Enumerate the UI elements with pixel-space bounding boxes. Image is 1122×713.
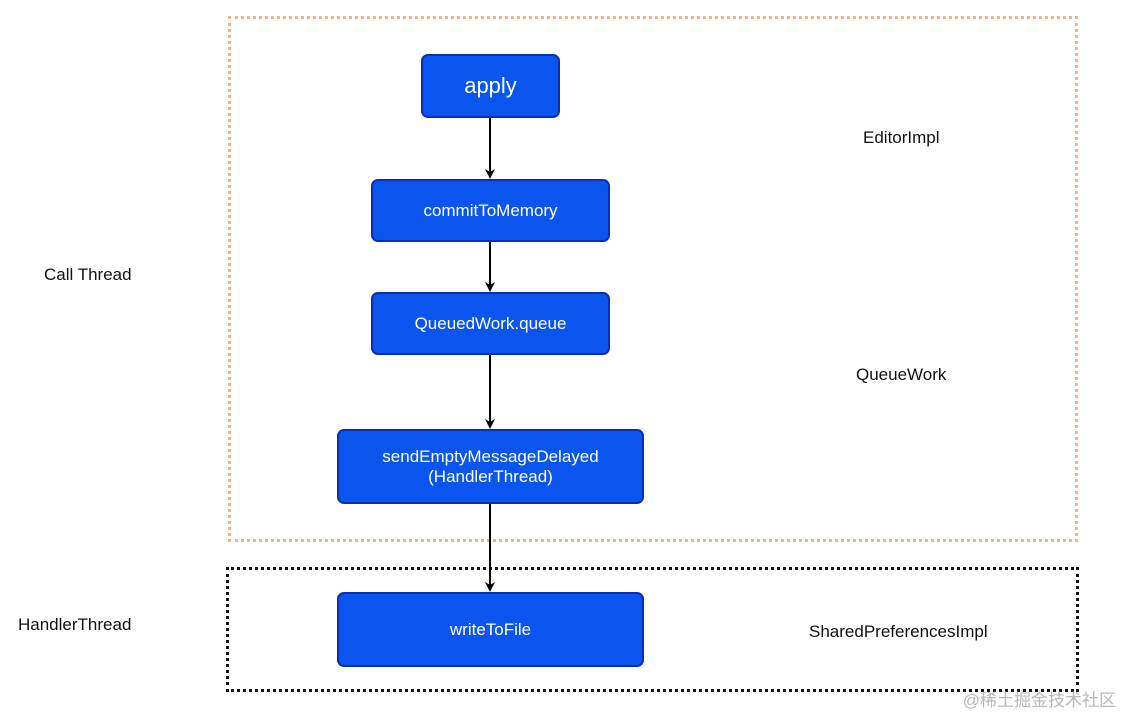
call-thread-label: Call Thread: [44, 265, 132, 284]
commit-to-memory-node: commitToMemory: [371, 179, 610, 242]
queued-work-queue-node: QueuedWork.queue: [371, 292, 610, 355]
apply-node: apply: [421, 54, 560, 118]
shared-preferences-impl-label: SharedPreferencesImpl: [809, 622, 988, 641]
send-empty-message-label-line2: (HandlerThread): [428, 466, 553, 486]
handler-thread-label: HandlerThread: [18, 615, 132, 634]
editor-impl-label: EditorImpl: [863, 128, 940, 147]
queue-work-label: QueueWork: [856, 365, 947, 384]
apply-node-label: apply: [464, 73, 517, 98]
call-thread-region: [228, 16, 1078, 542]
send-empty-message-label-line1: sendEmptyMessageDelayed: [382, 446, 599, 466]
commit-to-memory-label: commitToMemory: [423, 200, 558, 220]
watermark: @稀土掘金技术社区: [962, 691, 1116, 710]
write-to-file-node: writeToFile: [337, 592, 644, 667]
write-to-file-label: writeToFile: [449, 619, 532, 639]
send-empty-message-node: sendEmptyMessageDelayed (HandlerThread): [337, 429, 644, 504]
handler-thread-region: [226, 567, 1079, 692]
queued-work-queue-label: QueuedWork.queue: [414, 313, 567, 333]
